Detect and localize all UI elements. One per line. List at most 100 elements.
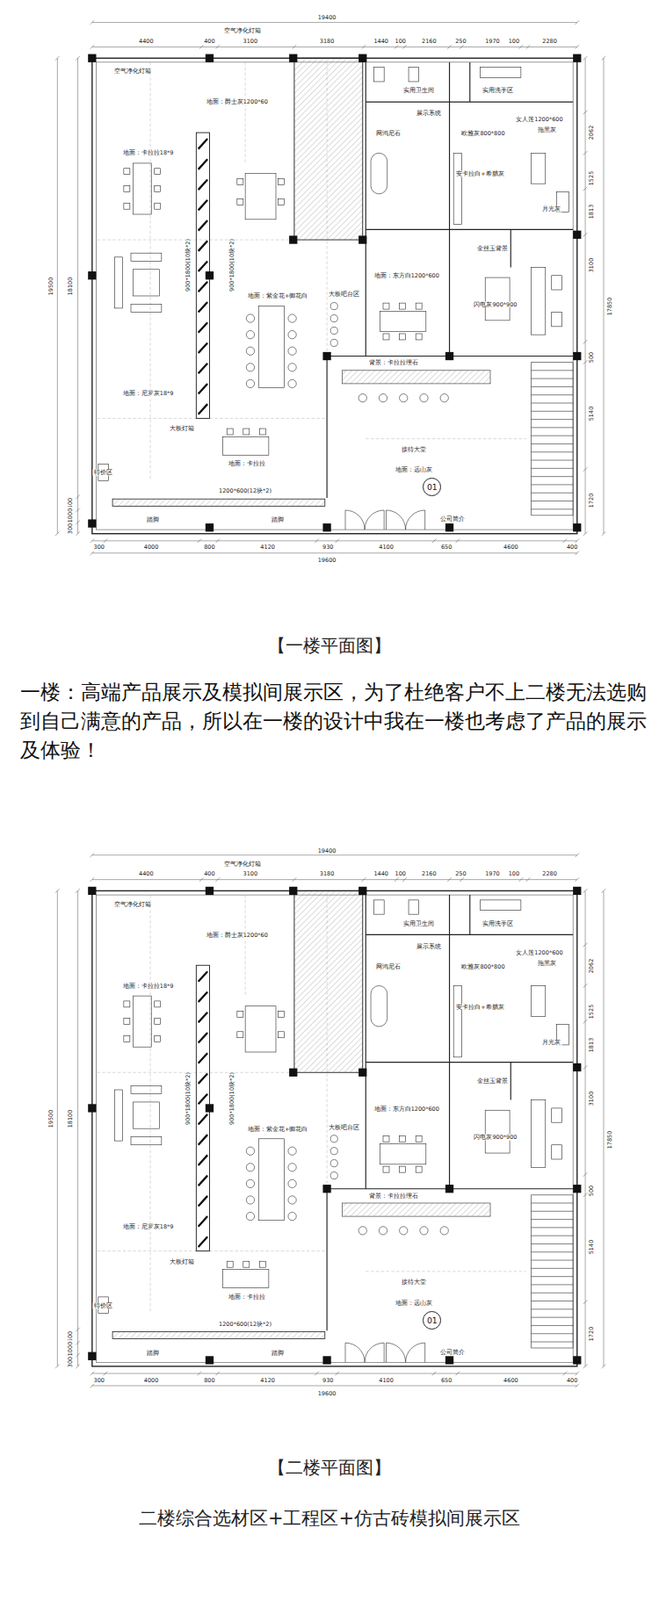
- plan-label: 4000: [143, 1378, 160, 1385]
- plan-label: 地面：卡拉拉18*9: [122, 150, 175, 157]
- plan-label: 900*1800(10块*2): [185, 1071, 192, 1127]
- plan-label: 4120: [259, 1378, 276, 1385]
- plan-label: 月光灰: [541, 206, 562, 213]
- plan-label: 公司简介: [439, 1349, 466, 1356]
- plan-label: 接待大堂: [400, 1280, 428, 1287]
- plan-label: 1720: [588, 1325, 595, 1343]
- plan-label: 3100: [588, 1091, 595, 1108]
- plan-label: 实用洗手区: [481, 87, 515, 95]
- plan-label: 女人莲1200*600: [514, 949, 564, 956]
- first-floor-plan: [55, 20, 606, 556]
- plan-label: 1000: [67, 507, 74, 525]
- plan-label: 网鸿尼石: [375, 964, 402, 971]
- plan-label: 100: [507, 871, 521, 878]
- plan-label: 1200*600(12块*2): [217, 1322, 273, 1329]
- plan-label: 1970: [484, 871, 501, 878]
- plan-label: 踏脚: [145, 516, 160, 523]
- plan-label: 4400: [137, 871, 155, 878]
- plan-label: 空气净化灯箱: [113, 68, 153, 75]
- plan-label: 400: [565, 544, 579, 551]
- plan-label: 地面：卡拉拉18*9: [122, 984, 175, 991]
- plan-label: 地面：远山灰: [394, 1300, 434, 1307]
- plan-label: 背景：卡拉拉理石: [368, 1193, 420, 1200]
- plan-label: 踏脚: [145, 1350, 160, 1357]
- plan-label: 接待大堂: [400, 446, 428, 453]
- plan-label: 3100: [242, 871, 260, 878]
- plan-label: 展示系统: [415, 110, 442, 117]
- plan-label: 网鸿尼石: [375, 130, 402, 138]
- plan-label: 金丝玉背景: [476, 1079, 509, 1086]
- plan-label: 5140: [588, 405, 595, 423]
- plan-label: 地面：远山灰: [394, 466, 434, 473]
- plan-label: 4120: [259, 544, 276, 551]
- plan-label: 19600: [317, 557, 338, 565]
- plan-label: 空气净化灯箱: [223, 861, 262, 868]
- plan-label: 1525: [588, 170, 595, 188]
- plan-label: 地面：尼罗灰18*9: [122, 390, 175, 397]
- plan-label: 400: [202, 37, 216, 44]
- plan-label: 18100: [67, 275, 74, 297]
- plan-label: 安卡拉白+希腊灰: [455, 1004, 505, 1011]
- plan-label: 650: [440, 544, 453, 551]
- plan-label: 公司简介: [439, 515, 466, 522]
- plan-label: 实用洗手区: [481, 921, 515, 928]
- plan-label: 930: [321, 1378, 334, 1385]
- plan-label: 月光灰: [541, 1040, 562, 1047]
- plan-label: 2160: [420, 871, 438, 878]
- plan-label: 实用卫生间: [402, 87, 435, 95]
- plan-label: 欧雅灰800*800: [460, 964, 506, 971]
- plan-label: 大板灯箱: [168, 1260, 196, 1267]
- plan-label: 闪电灰900*900: [472, 301, 518, 308]
- plan-label: 300: [67, 1356, 74, 1369]
- plan-label: 特价区: [93, 1303, 114, 1311]
- plan-label: 欧雅灰800*800: [460, 130, 506, 138]
- plan-label: 大板吧台区: [327, 290, 361, 297]
- plan-label: 100: [394, 37, 407, 44]
- callout-circle: 01: [422, 477, 442, 497]
- plan-label: 4600: [502, 544, 520, 551]
- plan-label: 1200*600(12块*2): [217, 488, 273, 495]
- plan-label: 19500: [48, 275, 55, 297]
- plan-label: 17850: [607, 1129, 614, 1151]
- plan-label: 地面：爵士灰1200*60: [205, 933, 269, 940]
- plan-label: 17850: [607, 296, 614, 317]
- plan-label: 闪电灰900*900: [472, 1135, 518, 1142]
- plan-label: 4100: [377, 544, 395, 551]
- plan-caption: 【二楼平面图】: [267, 1459, 392, 1478]
- plan-label: 安卡拉白+希腊灰: [455, 170, 505, 177]
- description-text: 一楼：高端产品展示及模拟间展示区，为了杜绝客户不上二楼无法选购到自己满意的产品，…: [20, 678, 655, 766]
- plan-label: 1813: [588, 1036, 595, 1054]
- plan-label: 2160: [420, 37, 438, 44]
- plan-label: 3180: [318, 37, 336, 44]
- plan-label: 900*1800(10块*2): [229, 238, 236, 293]
- plan-label: 300: [93, 544, 106, 551]
- plan-label: 3100: [588, 257, 595, 275]
- description-text: 二楼综合选材区+工程区+仿古砖模拟间展示区: [137, 1509, 522, 1529]
- plan-label: 1720: [588, 492, 595, 509]
- plan-caption: 【一楼平面图】: [267, 637, 392, 656]
- plan-label: 4600: [502, 1378, 520, 1385]
- plan-label: 650: [440, 1378, 453, 1385]
- plan-label: 100: [507, 37, 521, 44]
- plan-label: 实用卫生间: [402, 921, 435, 928]
- plan-label: 2062: [588, 124, 595, 142]
- plan-label: 300: [67, 522, 74, 536]
- plan-label: 19500: [48, 1109, 55, 1130]
- plan-label: 100: [394, 871, 407, 878]
- plan-label: 400: [202, 871, 216, 878]
- plan-label: 400: [565, 1378, 579, 1385]
- plan-label: 5140: [588, 1238, 595, 1256]
- plan-label: 大板灯箱: [168, 426, 196, 433]
- callout-number: 01: [427, 482, 438, 493]
- plan-label: 800: [202, 1378, 216, 1385]
- plan-label: 1440: [372, 37, 390, 44]
- plan-label: 19400: [317, 847, 338, 855]
- plan-label: 19400: [317, 14, 338, 21]
- plan-label: 金丝玉背景: [476, 245, 509, 252]
- plan-label: 空气净化灯箱: [223, 27, 262, 34]
- plan-label: 800: [202, 544, 216, 551]
- plan-label: 特价区: [93, 470, 114, 477]
- plan-label: 4400: [137, 37, 155, 44]
